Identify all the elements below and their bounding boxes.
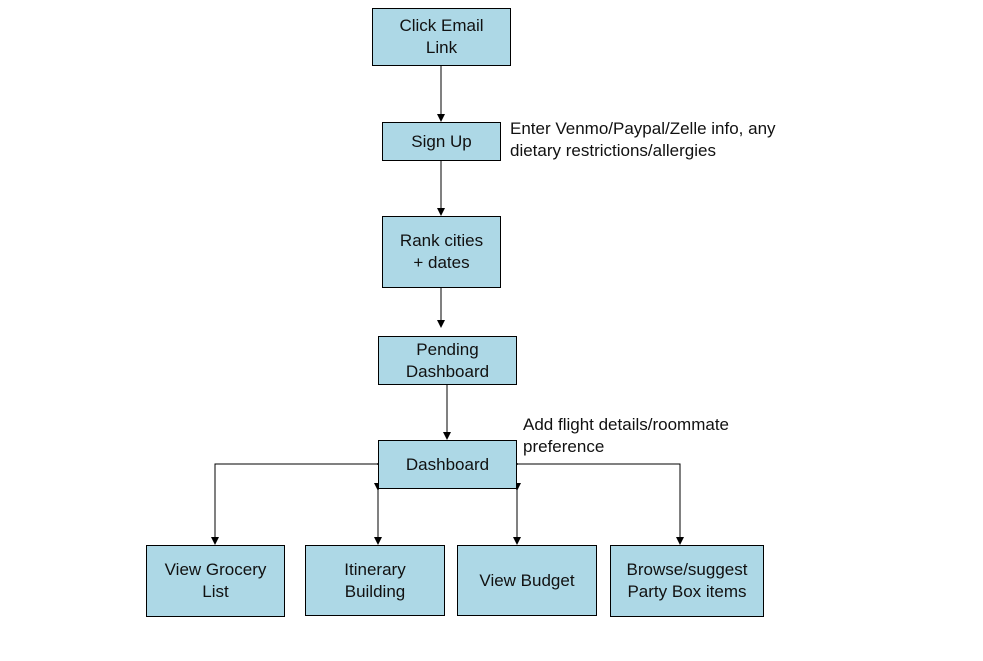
node-view-grocery-list-label: View Grocery List bbox=[164, 560, 267, 601]
node-sign-up-label: Sign Up bbox=[411, 131, 472, 151]
node-pending-dashboard-label: Pending Dashboard bbox=[405, 339, 490, 381]
node-itinerary-building: Itinerary Building bbox=[305, 545, 445, 616]
edge-dashboard-view-grocery bbox=[211, 460, 384, 545]
annotation-flight-details: Add flight details/roommate preference bbox=[523, 415, 729, 456]
annotation-sign-up-details: Enter Venmo/Paypal/Zelle info, any dieta… bbox=[510, 119, 776, 160]
node-view-budget: View Budget bbox=[457, 545, 597, 616]
node-click-email-link-label: Click Email Link bbox=[399, 16, 484, 57]
node-party-box-items-label: Browse/suggest Party Box items bbox=[626, 560, 748, 601]
node-dashboard: Dashboard bbox=[378, 440, 517, 489]
node-view-budget-label: View Budget bbox=[479, 570, 575, 590]
node-sign-up: Sign Up bbox=[382, 122, 501, 161]
node-rank-cities-label: Rank cities + dates bbox=[399, 231, 484, 272]
node-click-email-link: Click Email Link bbox=[372, 8, 511, 66]
node-itinerary-building-label: Itinerary Building bbox=[344, 559, 406, 601]
node-view-grocery-list: View Grocery List bbox=[146, 545, 285, 617]
node-pending-dashboard: Pending Dashboard bbox=[378, 336, 517, 385]
node-dashboard-label: Dashboard bbox=[405, 454, 490, 474]
node-rank-cities: Rank cities + dates bbox=[382, 216, 501, 288]
node-party-box-items: Browse/suggest Party Box items bbox=[610, 545, 764, 617]
edge-dashboard-party-box bbox=[511, 460, 684, 545]
